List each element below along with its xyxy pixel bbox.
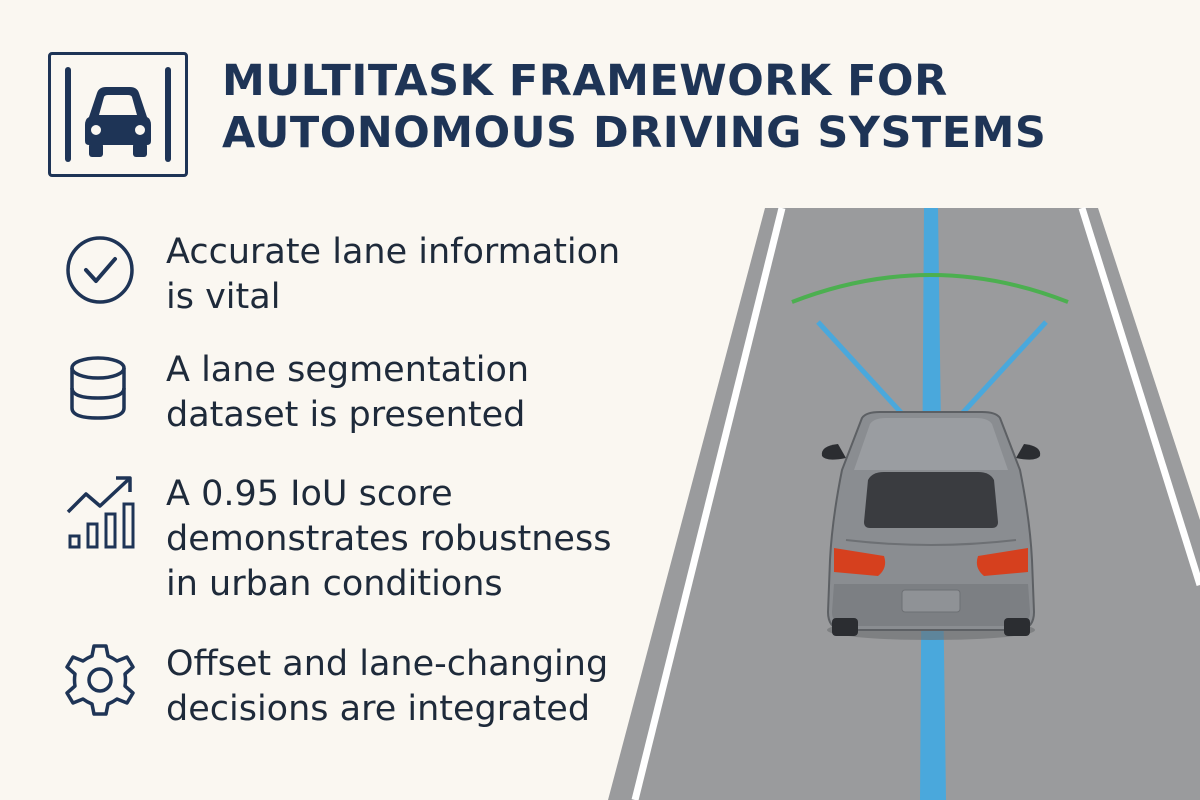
sensor-arc xyxy=(791,273,1069,304)
sensor-ray-left xyxy=(816,320,908,420)
title-line-1: MULTITASK FRAMEWORK FOR xyxy=(222,56,948,106)
gear-icon xyxy=(65,644,135,716)
page-title: MULTITASK FRAMEWORK FOR AUTONOMOUS DRIVI… xyxy=(222,55,1046,159)
car-in-lane-icon xyxy=(65,67,171,162)
center-lane-line xyxy=(920,208,946,800)
feature-text: A lane segmentation dataset is presented xyxy=(166,350,530,435)
feature-text: Accurate lane information is vital xyxy=(166,232,621,317)
road-surface xyxy=(608,208,1200,800)
title-line-2: AUTONOMOUS DRIVING SYSTEMS xyxy=(222,108,1047,158)
logo xyxy=(48,52,188,177)
right-lane-marking xyxy=(1078,206,1200,587)
sensor-ray-right xyxy=(956,320,1048,420)
growth-chart-icon xyxy=(66,476,135,549)
left-lane-marking xyxy=(631,207,786,800)
header: MULTITASK FRAMEWORK FOR AUTONOMOUS DRIVI… xyxy=(0,0,1200,200)
database-icon xyxy=(70,356,126,420)
feature-text: A 0.95 IoU score demonstrates robustness… xyxy=(166,474,612,604)
car xyxy=(821,411,1041,640)
checkmark-circle-icon xyxy=(66,236,134,304)
feature-text: Offset and lane-changing decisions are i… xyxy=(166,644,609,729)
